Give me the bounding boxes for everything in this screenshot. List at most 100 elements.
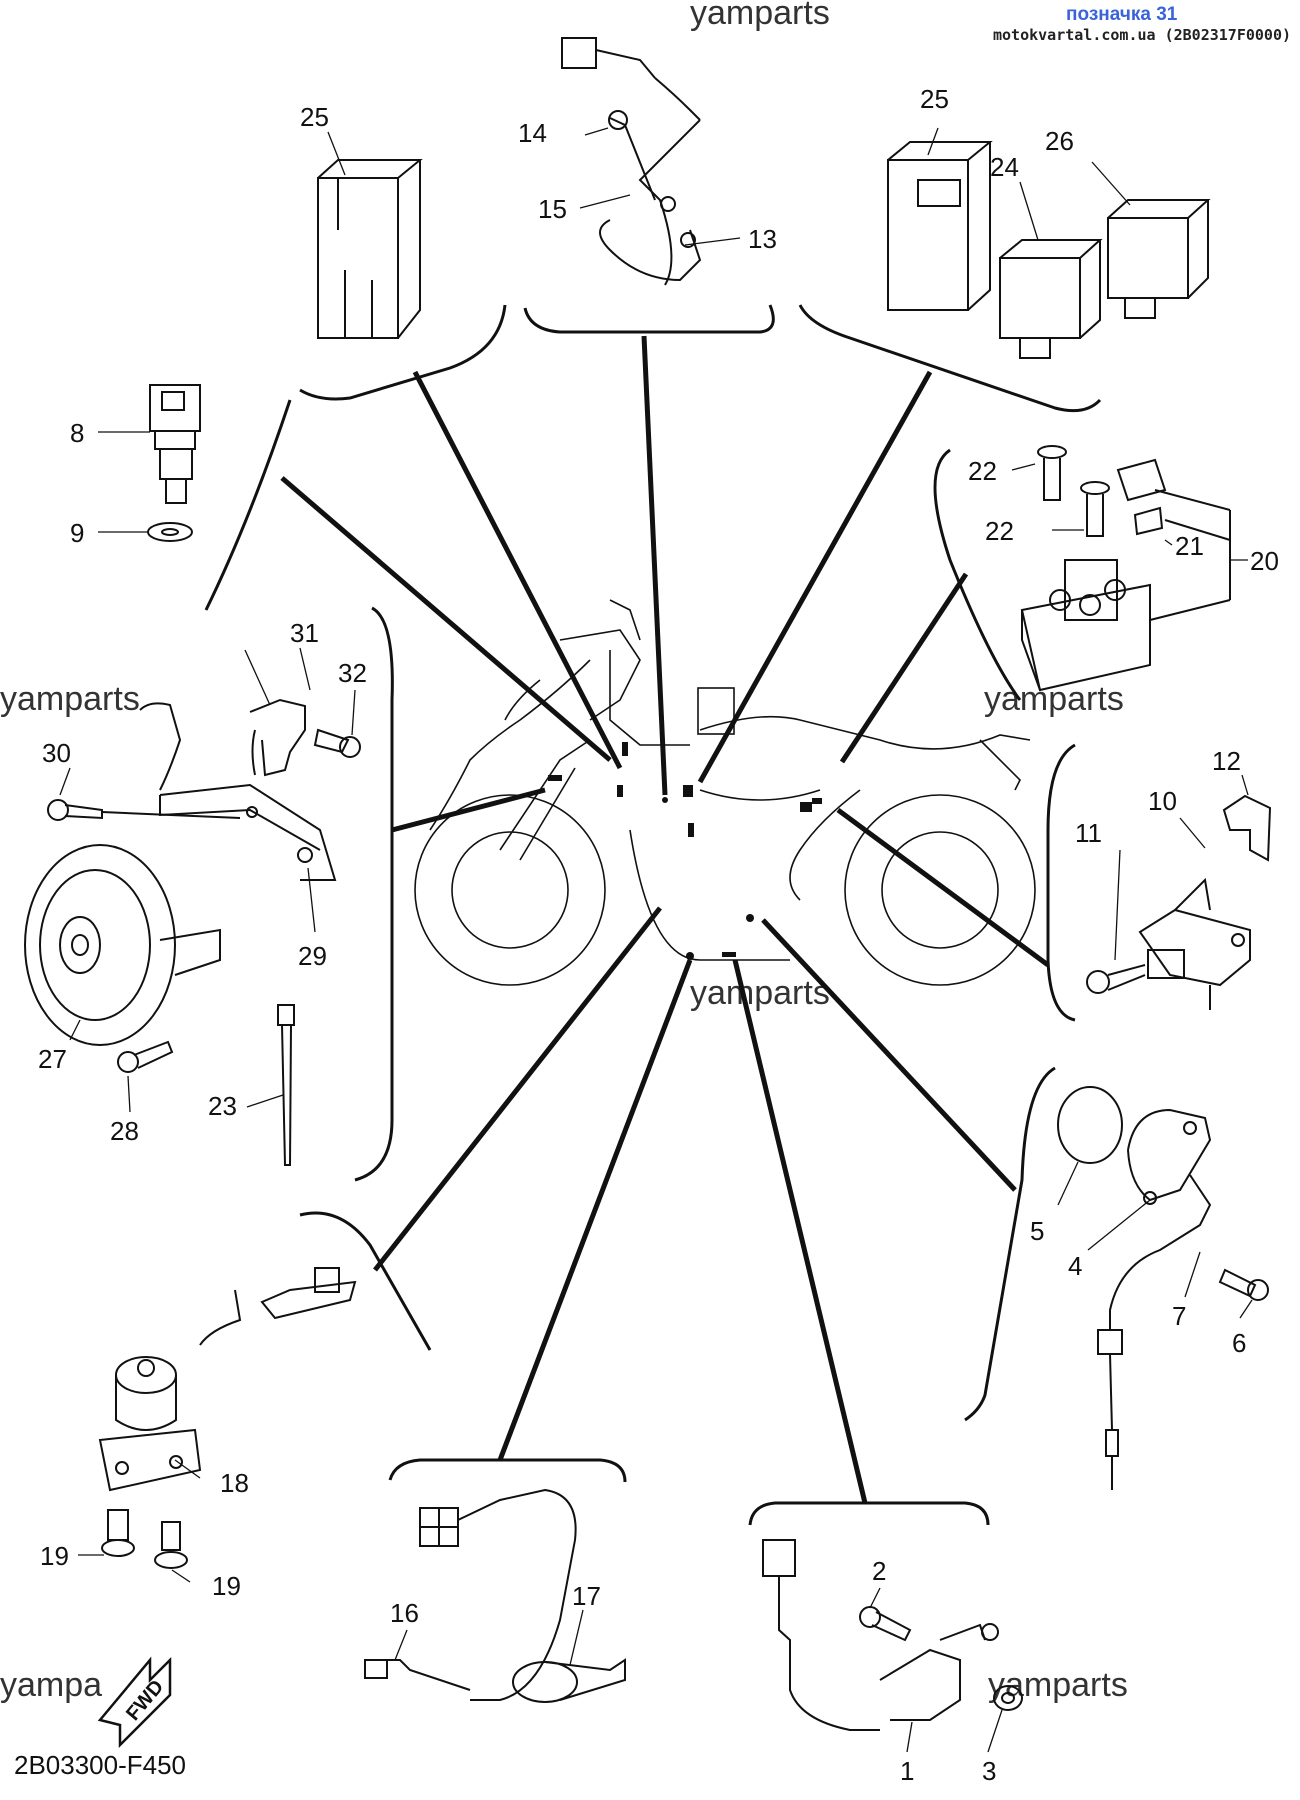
diagram-code: 2B03300-F450 bbox=[14, 1750, 187, 1780]
header-site: motokvartal.com.ua (2B02317F0000) bbox=[993, 26, 1292, 44]
callout-32: 32 bbox=[338, 658, 367, 688]
callout-13: 13 bbox=[748, 224, 777, 254]
wire-bracket-part-31 bbox=[249, 698, 306, 777]
leader-line bbox=[761, 918, 1017, 1192]
callout-3: 3 bbox=[982, 1756, 996, 1786]
bolt-part-32 bbox=[313, 728, 361, 758]
clamp-part-17 bbox=[512, 1658, 626, 1703]
callout-26: 26 bbox=[1045, 126, 1074, 156]
bracket-arc bbox=[748, 1501, 990, 1526]
callout-28: 28 bbox=[110, 1116, 139, 1146]
callout-7: 7 bbox=[1172, 1301, 1186, 1331]
cable-tie-part-23 bbox=[277, 1004, 295, 1166]
mount-marker bbox=[800, 802, 812, 812]
mount-marker bbox=[617, 785, 623, 797]
mount-marker bbox=[683, 785, 693, 797]
watermark: yamparts bbox=[690, 0, 830, 32]
bracket-part-12 bbox=[1222, 794, 1272, 862]
leader-line bbox=[497, 959, 693, 1461]
motorcycle-outline bbox=[414, 599, 1036, 986]
nut-part-3 bbox=[993, 1685, 1023, 1711]
callout-25-left: 25 bbox=[300, 102, 329, 132]
mount-marker bbox=[686, 952, 694, 960]
sensor-part-13 bbox=[561, 37, 702, 286]
sensor-part-8 bbox=[149, 384, 201, 504]
callout-19-left: 19 bbox=[40, 1541, 69, 1571]
sensor-part-18 bbox=[98, 1267, 357, 1492]
bracket-arc bbox=[523, 304, 775, 334]
bolt-part-6 bbox=[1218, 1268, 1269, 1301]
fwd-arrow bbox=[97, 1656, 172, 1749]
bolt-part-28 bbox=[117, 1040, 174, 1073]
bracket-arc bbox=[204, 399, 292, 611]
mount-marker bbox=[746, 914, 754, 922]
switch-part-1 bbox=[762, 1539, 999, 1731]
relay-part-26 bbox=[1107, 199, 1211, 319]
mount-marker bbox=[688, 823, 694, 837]
callout-24: 24 bbox=[990, 152, 1019, 182]
mount-marker bbox=[622, 742, 628, 756]
callout-23: 23 bbox=[208, 1091, 237, 1121]
mount-marker bbox=[548, 775, 562, 781]
leader-line bbox=[836, 807, 1050, 968]
callout-10: 10 bbox=[1148, 786, 1177, 816]
callout-9: 9 bbox=[70, 518, 84, 548]
bracket-arc bbox=[299, 304, 507, 401]
callout-6: 6 bbox=[1232, 1328, 1246, 1358]
callout-5: 5 bbox=[1030, 1216, 1044, 1246]
horn-bracket-part-29 bbox=[139, 702, 337, 881]
watermark: yamparts bbox=[0, 680, 140, 718]
mount-marker bbox=[812, 798, 822, 804]
leader-line bbox=[412, 370, 623, 770]
leader-line bbox=[732, 959, 868, 1504]
relay-part-25-right bbox=[887, 141, 993, 311]
sensor-part-4 bbox=[1097, 1108, 1212, 1490]
leader-line bbox=[839, 572, 969, 764]
washer-part-9 bbox=[161, 528, 179, 536]
callout-19-right: 19 bbox=[212, 1571, 241, 1601]
bracket-arc bbox=[933, 448, 1022, 701]
callout-22-bottom: 22 bbox=[985, 516, 1014, 546]
callout-29: 29 bbox=[298, 941, 327, 971]
callout-8: 8 bbox=[70, 418, 84, 448]
horn-part-27 bbox=[24, 844, 221, 1046]
callout-11: 11 bbox=[1075, 818, 1102, 848]
leader-line bbox=[391, 787, 546, 833]
callout-1: 1 bbox=[900, 1756, 914, 1786]
bolt-part-22 bbox=[1037, 445, 1110, 537]
bracket-arc bbox=[964, 1066, 1056, 1422]
callout-30: 30 bbox=[42, 738, 71, 768]
screw-part-11 bbox=[1086, 964, 1146, 994]
bolt-part-30 bbox=[47, 799, 241, 821]
sensor-part-10 bbox=[1138, 877, 1251, 1010]
callout-14: 14 bbox=[518, 118, 547, 148]
watermark: yampa bbox=[0, 1666, 103, 1704]
bolt-part-2 bbox=[859, 1606, 912, 1642]
callout-27: 27 bbox=[38, 1044, 67, 1074]
leader-line bbox=[697, 370, 933, 784]
callout-4: 4 bbox=[1068, 1251, 1082, 1281]
watermark: yamparts bbox=[690, 974, 830, 1012]
callout-18: 18 bbox=[220, 1468, 249, 1498]
callout-25-right: 25 bbox=[920, 84, 949, 114]
callout-12: 12 bbox=[1212, 746, 1241, 776]
callout-22-top: 22 bbox=[968, 456, 997, 486]
callout-2: 2 bbox=[872, 1556, 886, 1586]
relay-part-24 bbox=[999, 239, 1103, 359]
callout-17: 17 bbox=[572, 1581, 601, 1611]
washer-part-9 bbox=[147, 522, 193, 542]
bolt-part-19 bbox=[101, 1509, 188, 1569]
bracket-arc bbox=[388, 1458, 627, 1483]
callout-15: 15 bbox=[538, 194, 567, 224]
sensor-part-16 bbox=[364, 1488, 577, 1701]
bracket-arc bbox=[299, 1211, 432, 1351]
callout-21: 21 bbox=[1175, 531, 1204, 561]
starter-relay-part-20 bbox=[1020, 458, 1231, 692]
leader-line bbox=[641, 335, 668, 796]
bracket-arc bbox=[1046, 743, 1076, 1022]
leader-line bbox=[373, 906, 662, 1272]
leader-line bbox=[280, 476, 612, 762]
mount-marker bbox=[722, 952, 736, 957]
header-label: позначка 31 bbox=[1066, 4, 1178, 25]
